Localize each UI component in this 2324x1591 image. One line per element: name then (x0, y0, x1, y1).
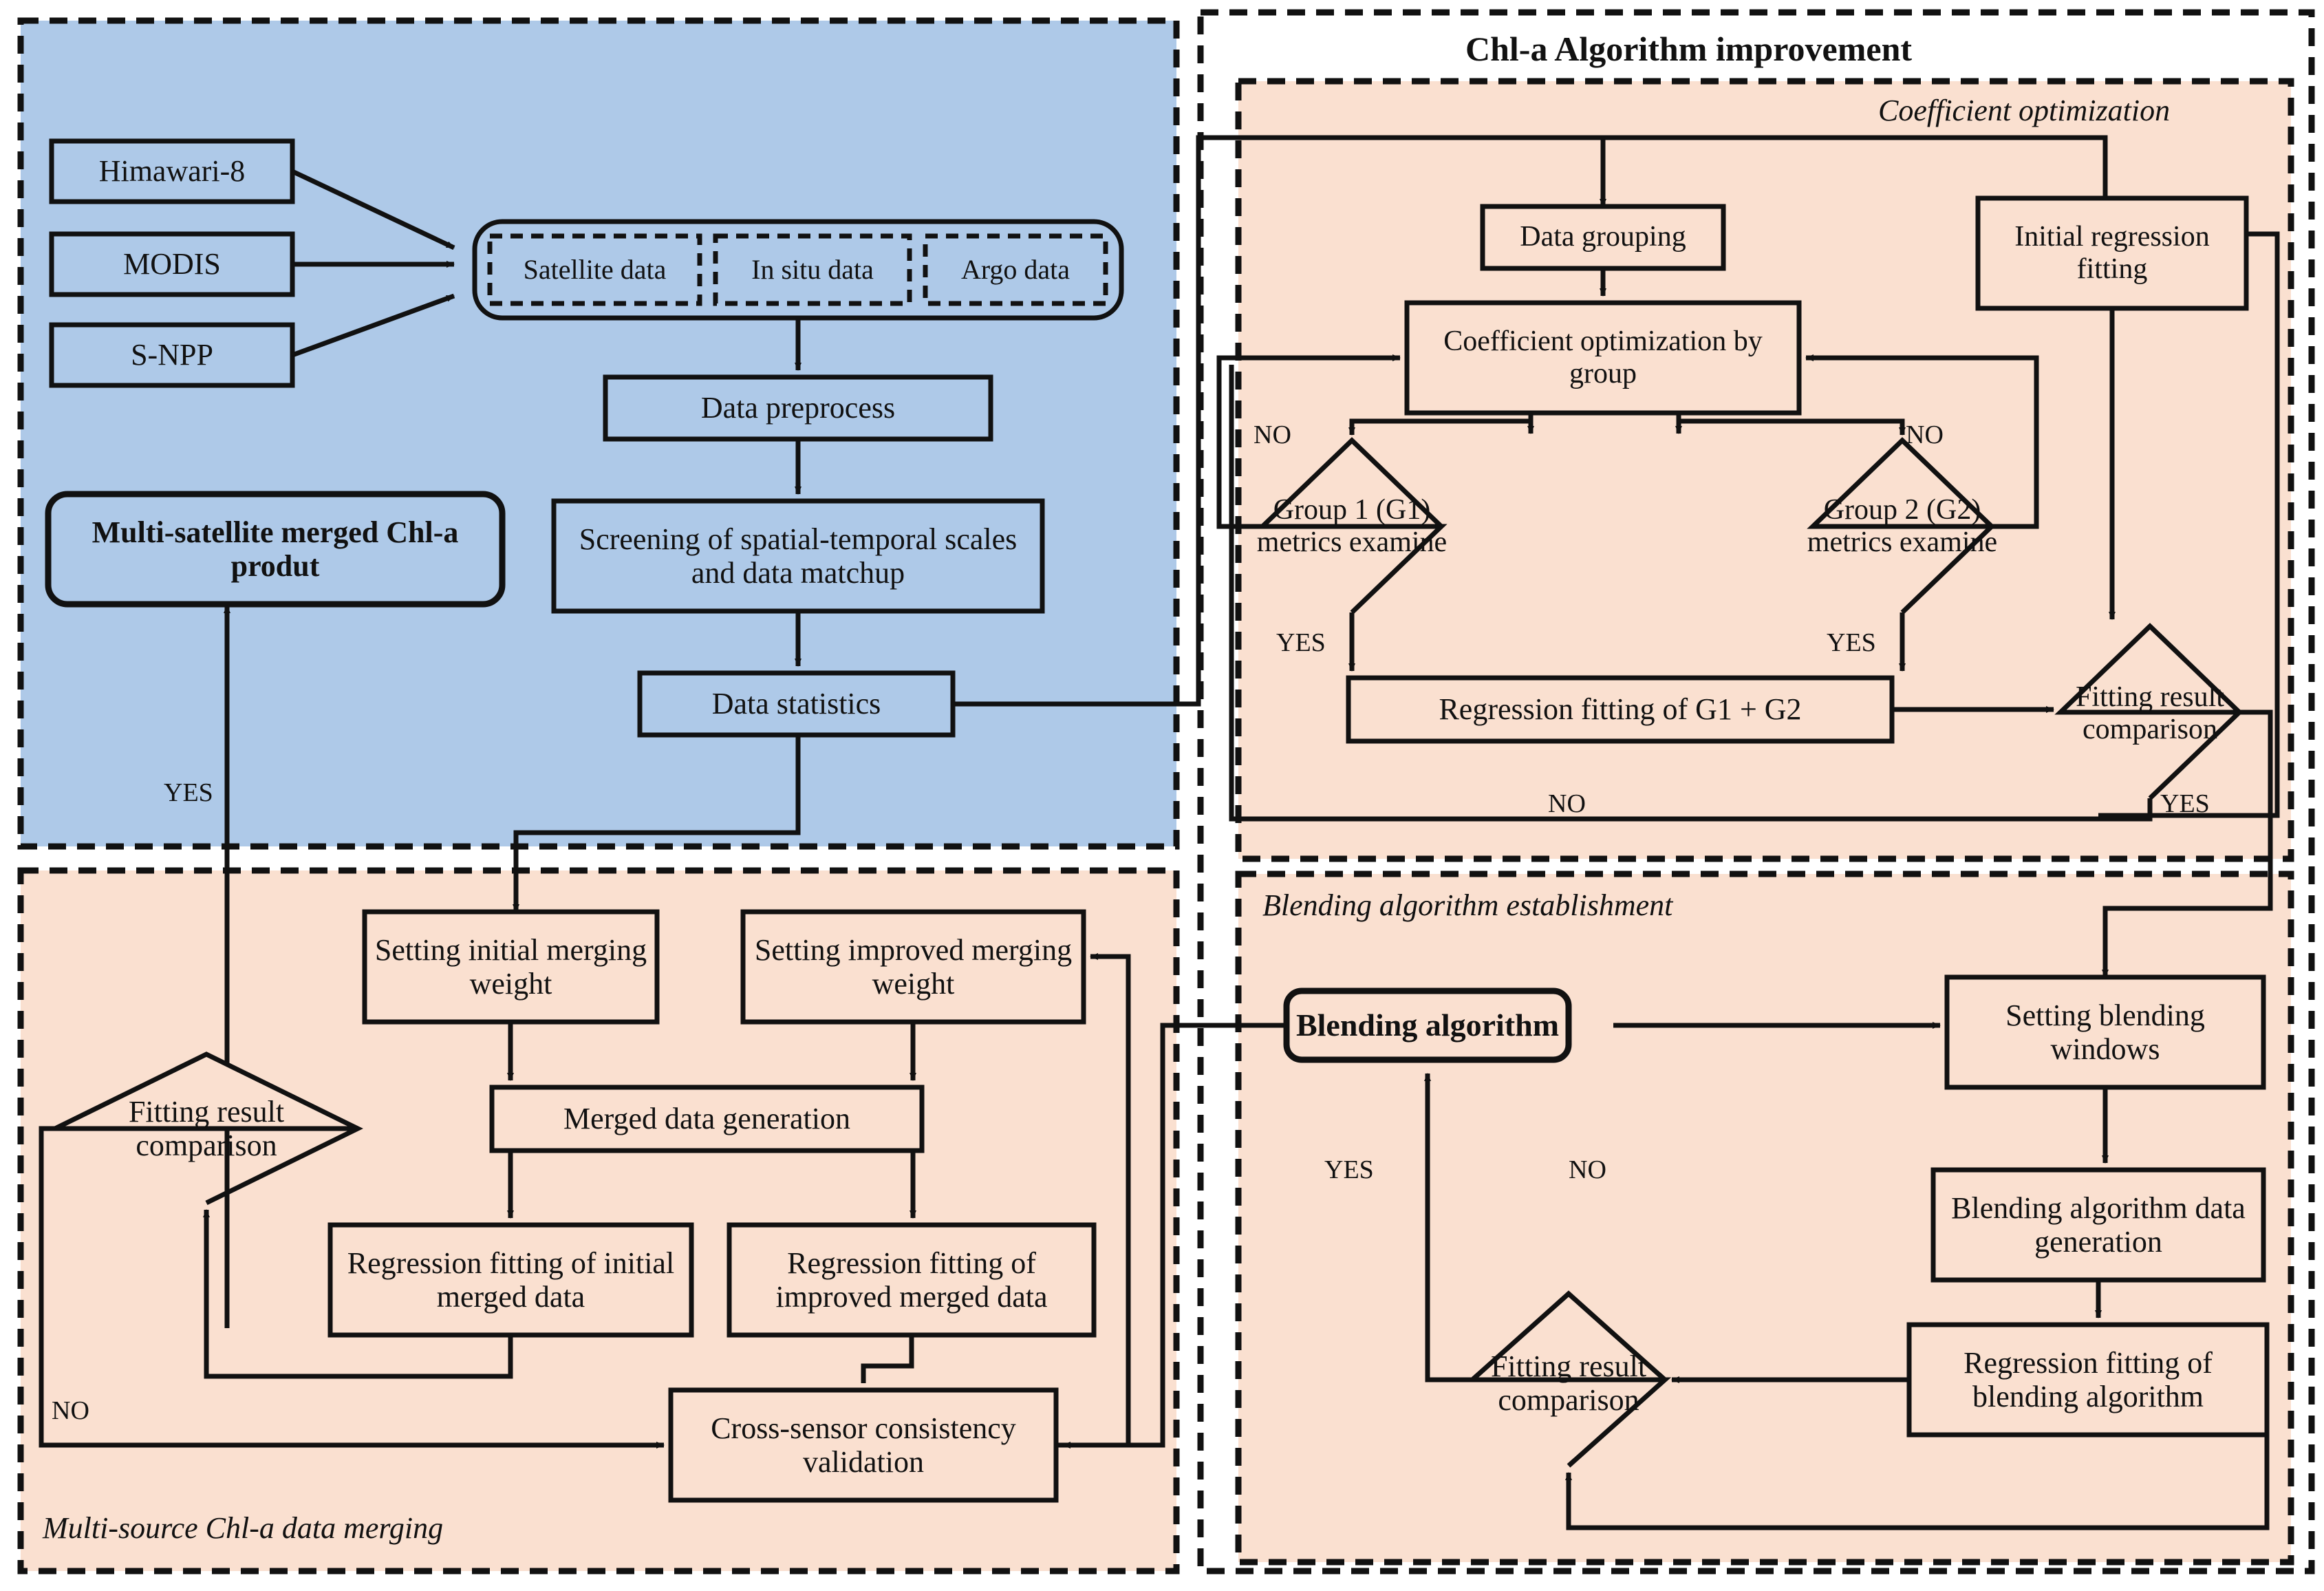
box-regression-improved-merged (727, 1222, 1097, 1338)
diamond-group2 (1807, 437, 1998, 615)
box-modis (49, 231, 295, 297)
box-snpp (49, 322, 295, 388)
diamond-fitting-result-blend (1465, 1290, 1672, 1468)
box-cross-sensor-validation (668, 1387, 1059, 1503)
box-setting-improved-weight (740, 909, 1086, 1025)
panel-algorithm-improvement-outer (1197, 9, 2315, 1574)
diamond-fitting-result-merge (54, 1051, 363, 1206)
box-regression-blending (1906, 1322, 2270, 1438)
box-regression-g1-g2 (1346, 675, 1895, 744)
box-screening (551, 498, 1045, 614)
box-argo-data (923, 233, 1108, 306)
box-regression-initial-merged (327, 1222, 694, 1338)
box-satellite-data (487, 233, 702, 306)
box-himawari (49, 138, 295, 204)
box-setting-initial-weight (362, 909, 660, 1025)
box-merged-data-generation (489, 1085, 925, 1153)
box-blending-data-generation (1930, 1167, 2266, 1283)
diamond-fitting-result-co (2054, 623, 2246, 800)
diamond-group1 (1256, 437, 1448, 615)
box-blending-algorithm (1283, 987, 1572, 1063)
box-data-statistics (637, 670, 956, 738)
box-in-situ-data (713, 233, 912, 306)
box-merged-product (45, 491, 506, 608)
box-setting-blending-windows (1944, 974, 2266, 1090)
box-coefficient-optimization-by-group (1404, 300, 1802, 416)
box-data-grouping (1480, 204, 1726, 271)
box-data-preprocess (603, 374, 993, 442)
box-initial-regression-fitting (1975, 195, 2249, 311)
